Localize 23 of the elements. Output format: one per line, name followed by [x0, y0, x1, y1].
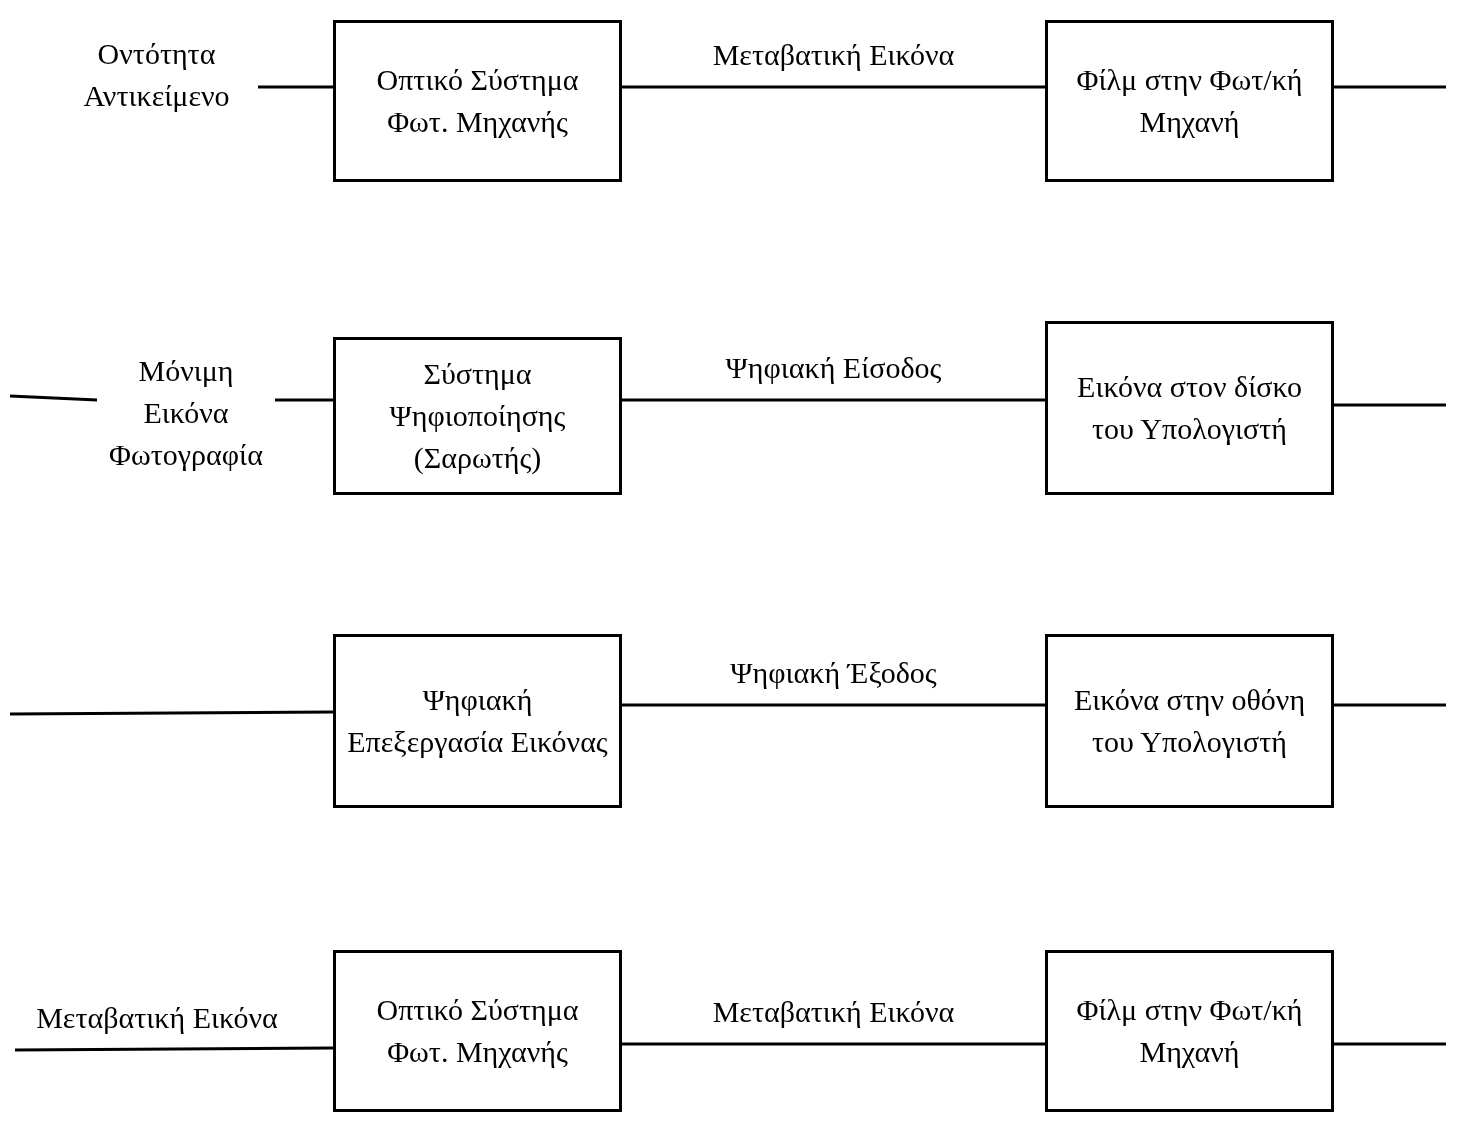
connector-line: [1334, 403, 1446, 407]
connector-line: [622, 85, 1045, 89]
connector-line: [1334, 703, 1446, 707]
process-box: Εικόνα στην οθόνη του Υπολογιστή: [1045, 634, 1334, 808]
connector-line: [15, 1046, 333, 1052]
process-box: Εικόνα στον δίσκο του Υπολογιστή: [1045, 321, 1334, 495]
text-label: Μόνιμη Εικόνα Φωτογραφία: [97, 345, 275, 480]
connector-line: [9, 394, 98, 402]
connector-line: [275, 398, 333, 402]
text-label: Οντότητα Αντικείμενο: [55, 30, 258, 120]
process-box: Σύστημα Ψηφιοποίησης (Σαρωτής): [333, 337, 622, 495]
connector-line: [258, 85, 333, 89]
connector-line: [10, 710, 333, 716]
process-box: Φίλμ στην Φωτ/κή Μηχανή: [1045, 950, 1334, 1112]
process-box: Οπτικό Σύστημα Φωτ. Μηχανής: [333, 950, 622, 1112]
connector-line: [622, 703, 1045, 707]
process-box: Οπτικό Σύστημα Φωτ. Μηχανής: [333, 20, 622, 182]
process-box: Ψηφιακή Επεξεργασία Εικόνας: [333, 634, 622, 808]
connector-line: [1334, 85, 1446, 89]
connector-line: [622, 398, 1045, 402]
process-box: Φίλμ στην Φωτ/κή Μηχανή: [1045, 20, 1334, 182]
connector-line: [622, 1042, 1045, 1046]
connector-line: [1334, 1042, 1446, 1046]
